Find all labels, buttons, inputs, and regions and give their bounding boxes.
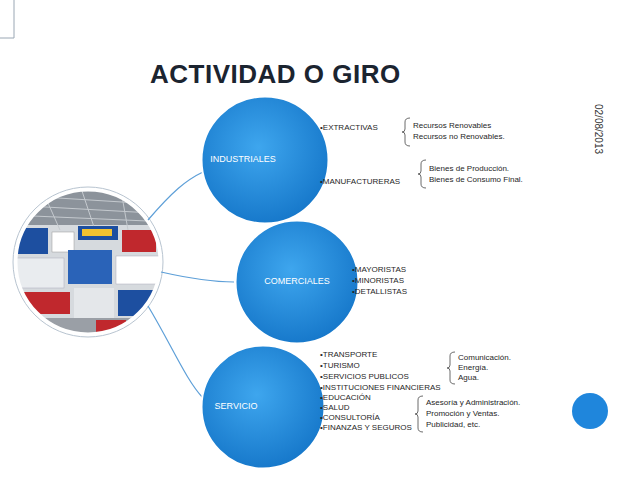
list-item: •FINANZAS Y SEGUROS (320, 423, 412, 433)
circle-fill (236, 221, 359, 344)
category-circle: SERVICIO (200, 344, 326, 470)
circle-fill (202, 97, 329, 224)
list-item: Energía. (458, 363, 488, 373)
list-item: •TRANSPORTE (320, 350, 377, 360)
circle-fill (202, 346, 325, 469)
curly-brace (447, 352, 455, 384)
list-item: •EDUCACIÓN (320, 393, 371, 403)
leader-line (161, 272, 234, 282)
list-item: Recursos Renovables (413, 121, 491, 131)
list-item: •TURISMO (320, 361, 360, 371)
curly-brace (415, 396, 423, 432)
list-item: •MANUFACTURERAS (320, 177, 400, 187)
category-label: INDUSTRIALES (210, 155, 276, 165)
list-item: Publicidad, etc. (426, 420, 480, 430)
list-item: •INSTITUCIONES FINANCIERAS (320, 383, 441, 393)
list-item: Recursos no Renovables. (413, 132, 505, 142)
list-item: •CONSULTORÍA (320, 413, 380, 423)
category-label: SERVICIO (215, 402, 258, 412)
list-item: Promoción y Ventas. (426, 409, 499, 419)
category-label: COMERCIALES (264, 277, 330, 287)
list-item: •EXTRACTIVAS (320, 123, 378, 133)
list-item: Comunicación. (458, 353, 511, 363)
category-circle: INDUSTRIALES (200, 95, 330, 225)
list-item: •MINORISTAS (352, 276, 404, 286)
list-item: •SERVICIOS PUBLICOS (320, 372, 409, 382)
list-item: Bienes de Producción. (429, 164, 509, 174)
expo-photo (10, 185, 170, 348)
curly-brace (402, 118, 410, 146)
slide-title: ACTIVIDAD O GIRO (150, 60, 401, 89)
list-item: •SALUD (320, 403, 349, 413)
list-item: Agua. (458, 373, 479, 383)
list-item: •DETALLISTAS (352, 287, 407, 297)
date-label: 02/08/2013 (592, 104, 604, 154)
category-circle: COMERCIALES (234, 219, 360, 345)
template-line (14, 0, 15, 38)
list-item: Asesoría y Administración. (426, 398, 520, 408)
curly-brace (418, 160, 426, 188)
decor-dot (572, 393, 608, 429)
leader-line (148, 306, 203, 398)
list-item: •MAYORISTAS (352, 265, 406, 275)
list-item: Bienes de Consumo Final. (429, 175, 523, 185)
leader-line (148, 172, 203, 220)
template-line (0, 38, 14, 39)
